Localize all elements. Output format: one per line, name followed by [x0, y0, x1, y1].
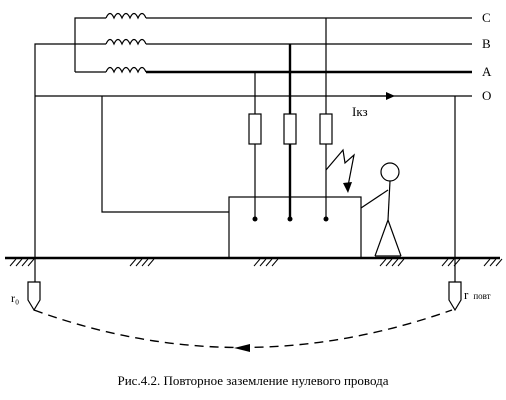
phase-a-line [75, 66, 472, 74]
figure-caption: Рис.4.2. Повторное заземление нулевого п… [117, 373, 389, 388]
ground-electrode-repeat [448, 281, 462, 312]
fault-current-label: Iкз [352, 104, 368, 119]
repeat-label-r: r [464, 287, 469, 302]
phase-b-label: B [482, 36, 491, 51]
fuses [248, 113, 333, 145]
ground-hatching [9, 258, 503, 267]
person-icon [360, 162, 402, 257]
earth-current-path [33, 309, 453, 349]
fuse-c [319, 113, 333, 145]
breakdown-lightning-icon [325, 148, 355, 193]
fuse-a [248, 113, 262, 145]
terminals [252, 216, 329, 222]
neutral-label: O [482, 88, 491, 103]
repeat-label-sub: повт [473, 291, 490, 301]
phase-c-label: C [482, 10, 491, 25]
ground-resistance-main-label: r₀ [11, 291, 19, 305]
phase-b-line [34, 38, 472, 96]
phase-c-line [74, 12, 472, 72]
equipment-enclosure [228, 196, 362, 259]
earth-current-arrow [234, 344, 250, 352]
ground-resistance-repeat-label: r повт [464, 286, 491, 303]
fuse-b [283, 113, 297, 145]
ground-electrode-main [27, 281, 41, 312]
neutral-line [34, 95, 472, 282]
protective-conductor [101, 96, 229, 213]
fault-current-arrow [370, 92, 395, 100]
phase-a-label: A [482, 64, 492, 79]
feeder-drops [254, 18, 327, 218]
